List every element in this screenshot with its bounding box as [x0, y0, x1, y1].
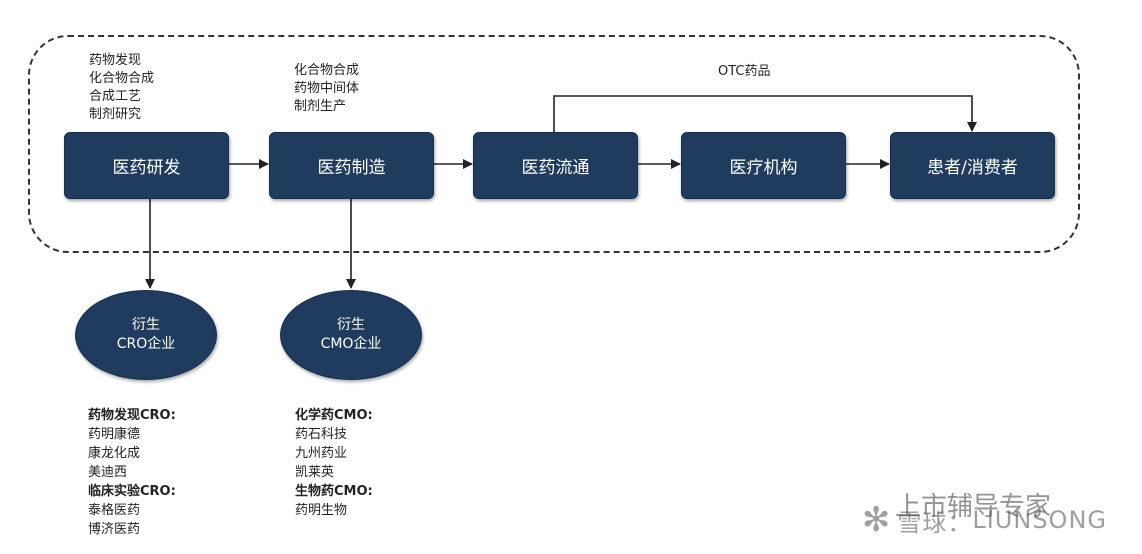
- box-distribution: 医药流通: [473, 132, 638, 199]
- list-item: 九州药业: [295, 446, 348, 461]
- list-heading: 临床实验CRO:: [88, 484, 176, 499]
- watermark: ✻ 雪球： LIUNSONG: [862, 500, 1107, 540]
- list-heading: 化学药CMO:: [295, 408, 373, 423]
- ellipse-cmo: 衍生 CMO企业: [280, 290, 422, 380]
- list-item: 药明康德: [88, 427, 141, 442]
- dashed-frame: [28, 35, 1080, 253]
- box-rd: 医药研发: [64, 132, 229, 199]
- ellipse-cro-line1: 衍生: [132, 317, 160, 333]
- note-rd-line: 制剂研究: [89, 107, 142, 122]
- list-heading: 生物药CMO:: [295, 484, 373, 499]
- list-item: 药明生物: [295, 503, 348, 518]
- otc-label: OTC药品: [718, 64, 771, 79]
- note-mfg-line: 药物中间体: [294, 81, 360, 96]
- note-rd: 药物发现 化合物合成 合成工艺 制剂研究: [89, 52, 154, 124]
- note-mfg-line: 化合物合成: [294, 63, 360, 78]
- list-item: 博济医药: [88, 522, 141, 537]
- note-rd-line: 药物发现: [89, 53, 142, 68]
- list-item: 美迪西: [88, 465, 128, 480]
- watermark-site: 雪球：: [897, 508, 973, 537]
- snowball-logo-icon: ✻: [861, 500, 892, 540]
- cmo-company-list: 化学药CMO: 药石科技九州药业凯莱英生物药CMO: 药明生物: [295, 406, 373, 520]
- watermark-title: 上市辅导专家: [895, 492, 1052, 522]
- cro-company-list: 药物发现CRO: 药明康德康龙化成美迪西临床实验CRO: 泰格医药博济医药: [88, 406, 176, 539]
- box-manufacturing: 医药制造: [269, 132, 434, 199]
- arrow-otc: [553, 95, 977, 132]
- note-mfg-line: 制剂生产: [294, 99, 347, 114]
- ellipse-cmo-line2: CMO企业: [320, 336, 382, 352]
- box-patient-consumer: 患者/消费者: [890, 132, 1055, 199]
- box-medical-institution: 医疗机构: [681, 132, 846, 199]
- watermark-user: LIUNSONG: [972, 506, 1107, 534]
- ellipse-cmo-line1: 衍生: [337, 317, 365, 333]
- list-item: 凯莱英: [295, 465, 335, 480]
- ellipse-cro-line2: CRO企业: [116, 336, 176, 352]
- list-item: 药石科技: [295, 427, 348, 442]
- list-item: 康龙化成: [88, 446, 141, 461]
- note-rd-line: 合成工艺: [89, 89, 142, 104]
- note-mfg: 化合物合成 药物中间体 制剂生产: [294, 62, 359, 116]
- list-heading: 药物发现CRO:: [88, 408, 176, 423]
- note-rd-line: 化合物合成: [89, 71, 155, 86]
- ellipse-cro: 衍生 CRO企业: [75, 290, 217, 380]
- list-item: 泰格医药: [88, 503, 141, 518]
